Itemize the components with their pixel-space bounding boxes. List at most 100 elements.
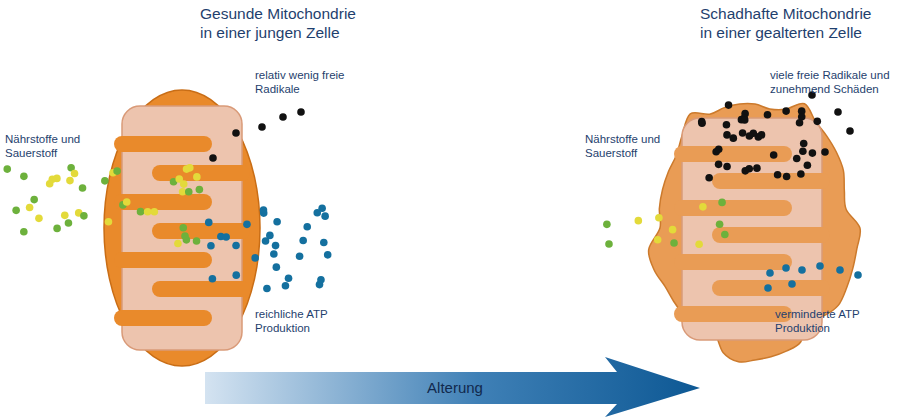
molecule-dot	[753, 164, 761, 172]
molecule-dot	[796, 119, 804, 127]
molecule-dot	[266, 232, 274, 240]
molecule-dot	[71, 170, 79, 178]
molecule-dot	[718, 199, 726, 207]
arrow-shape	[205, 357, 700, 417]
aging-arrow: Alterung	[205, 356, 700, 418]
molecule-dot	[209, 154, 217, 162]
molecule-dot	[741, 116, 749, 124]
molecule-dot	[730, 134, 738, 142]
molecule-dot	[854, 271, 862, 279]
molecule-dot	[836, 266, 844, 274]
molecule-dot	[144, 208, 152, 216]
molecule-dot	[745, 165, 753, 173]
molecule-dot	[655, 214, 663, 222]
molecule-dot	[774, 171, 782, 179]
mitochondrion-heading: Schadhafte Mitochondrie in einer gealter…	[700, 4, 885, 42]
molecule-dot	[105, 218, 113, 226]
crista-fold	[674, 306, 792, 322]
crista-fold	[712, 280, 830, 296]
molecule-dot	[49, 175, 57, 183]
molecule-dot	[53, 225, 61, 233]
molecule-dot	[170, 178, 178, 186]
molecule-dot	[750, 130, 758, 138]
molecule-dot	[320, 239, 328, 247]
molecule-dot	[800, 140, 808, 148]
crista-fold	[674, 254, 792, 270]
molecule-dot	[79, 184, 87, 192]
molecule-dot	[764, 284, 772, 292]
annotation-label: viele freie Radikale und zunehmend Schäd…	[770, 68, 898, 96]
molecule-dot	[738, 116, 746, 124]
molecule-dot	[260, 206, 268, 214]
molecule-dot	[263, 285, 271, 293]
molecule-dot	[798, 266, 806, 274]
crista-fold	[674, 146, 792, 162]
molecule-dot	[321, 212, 329, 220]
molecule-dot	[699, 203, 707, 211]
molecule-dot	[279, 113, 287, 121]
crista-fold	[114, 252, 212, 268]
molecule-dot	[318, 204, 326, 212]
molecule-dot	[635, 217, 643, 225]
molecule-dot	[205, 219, 213, 227]
molecule-dot	[695, 240, 703, 248]
molecule-dot	[603, 221, 611, 229]
molecule-dot	[712, 148, 720, 156]
molecule-dot	[260, 209, 268, 217]
molecule-dot	[770, 151, 778, 159]
molecule-dot	[799, 147, 807, 155]
molecule-dot	[746, 132, 754, 140]
molecule-dot	[232, 271, 240, 279]
molecule-dot	[698, 118, 706, 126]
molecule-dot	[258, 123, 266, 131]
molecule-dot	[725, 101, 733, 109]
crista-fold	[712, 227, 830, 243]
molecule-dot	[723, 131, 731, 139]
molecule-dot	[26, 204, 34, 212]
molecule-dot	[297, 108, 305, 116]
molecule-dot	[262, 237, 270, 245]
molecule-dot	[273, 218, 281, 226]
molecule-dot	[123, 198, 131, 206]
molecule-dot	[715, 161, 723, 169]
molecule-dot	[109, 169, 117, 177]
molecule-dot	[739, 129, 747, 137]
molecule-dot	[113, 167, 121, 175]
molecule-dot	[797, 170, 805, 178]
molecule-dot	[232, 129, 240, 137]
molecule-dot	[270, 250, 278, 258]
molecule-dot	[251, 254, 259, 262]
molecule-dot	[715, 145, 723, 153]
molecule-dot	[834, 108, 842, 116]
molecule-dot	[809, 149, 817, 157]
molecule-dot	[30, 196, 38, 204]
molecule-dot	[798, 113, 806, 121]
molecule-dot	[783, 173, 791, 181]
molecule-dot	[705, 174, 713, 182]
molecule-dot	[101, 177, 109, 185]
molecule-dot	[698, 120, 706, 128]
molecule-dot	[758, 131, 766, 139]
molecule-dot	[654, 236, 662, 244]
molecule-dot	[65, 219, 73, 227]
crista-fold	[674, 200, 792, 216]
molecule-dot	[721, 231, 729, 239]
molecule-dot	[193, 237, 201, 245]
molecule-dot	[20, 173, 28, 181]
molecule-dot	[316, 281, 324, 289]
molecule-dot	[764, 111, 772, 119]
molecule-dot	[723, 121, 731, 129]
mitochondrion-heading: Gesunde Mitochondrie in einer jungen Zel…	[200, 4, 365, 42]
annotation-label: relativ wenig freie Radikale	[255, 68, 365, 96]
molecule-dot	[846, 127, 854, 135]
crista-fold	[152, 281, 250, 297]
molecule-dot	[285, 275, 293, 283]
molecule-dot	[782, 107, 790, 115]
molecule-dot	[196, 186, 204, 194]
molecule-dot	[181, 232, 189, 240]
molecule-dot	[723, 163, 731, 171]
molecule-dot	[324, 251, 332, 259]
molecule-dot	[669, 226, 677, 234]
molecule-dot	[813, 118, 821, 126]
molecule-dot	[313, 209, 321, 217]
